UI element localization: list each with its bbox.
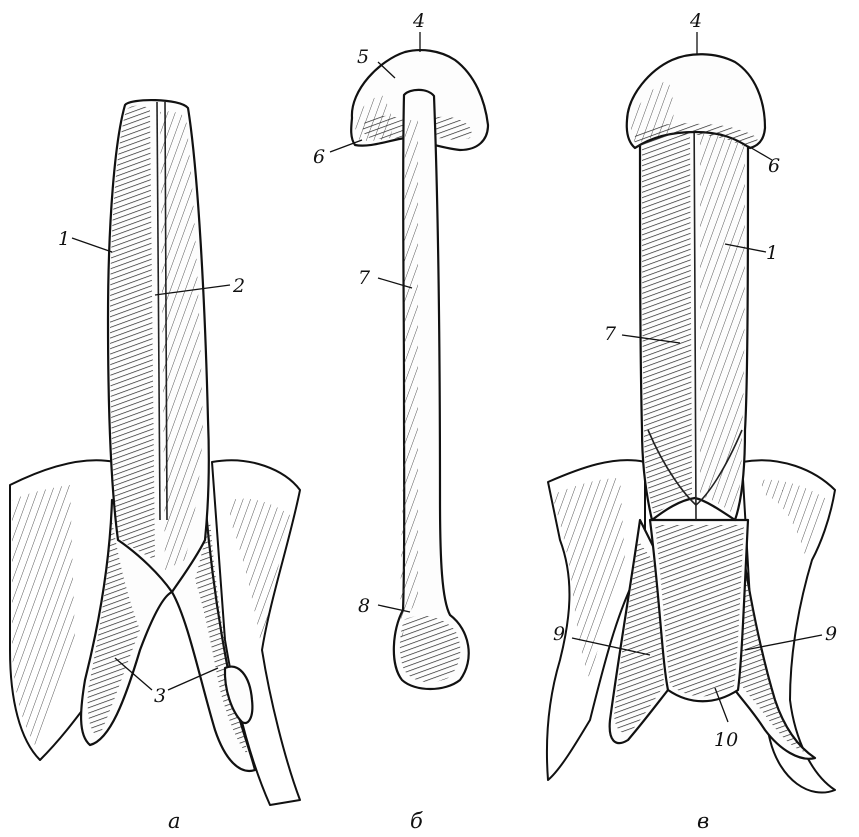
label-a-1: 1	[58, 228, 70, 250]
panel-a-caption: а	[168, 809, 181, 833]
label-b-6: 6	[313, 146, 325, 168]
label-v-9-left: 9	[553, 623, 565, 645]
label-v-10: 10	[714, 729, 738, 751]
label-v-9-right: 9	[825, 623, 837, 645]
label-a-2: 2	[232, 275, 245, 297]
label-v-1: 1	[766, 242, 778, 264]
shaft-v-shade-left	[642, 130, 692, 515]
panel-b: 4 5 6 7 8 б	[313, 10, 488, 833]
label-b-8: 8	[358, 595, 370, 617]
panel-b-caption: б	[410, 809, 423, 833]
label-b-4: 4	[412, 10, 425, 32]
label-b-7: 7	[358, 267, 371, 289]
label-v-4: 4	[689, 10, 702, 32]
label-a-3: 3	[154, 685, 166, 707]
leader-a-1	[72, 238, 112, 252]
panel-v-caption: в	[697, 809, 709, 833]
panel-a: 1 2 3 а	[10, 100, 300, 833]
label-v-7: 7	[604, 323, 617, 345]
panel-v: 4 6 1 7 9 9 10 в	[547, 10, 837, 833]
shaft-v-shade-right	[700, 130, 745, 515]
shaft-a-shade-left	[110, 106, 155, 561]
label-b-5: 5	[357, 46, 369, 68]
label-v-6: 6	[768, 155, 780, 177]
